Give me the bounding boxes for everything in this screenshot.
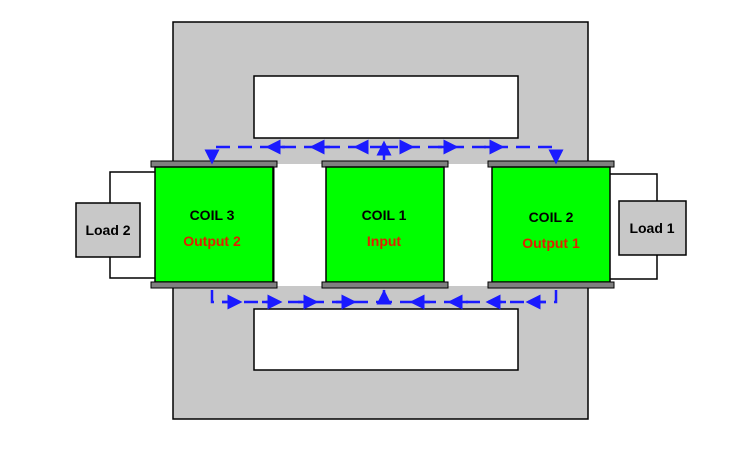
core-window-top: [253, 75, 519, 139]
load1-box: [618, 200, 687, 256]
coil2: COIL 2 Output 1: [487, 160, 615, 289]
core-window-bottom: [253, 308, 519, 371]
load2-box: [75, 202, 141, 258]
core-window-left-gap: [274, 164, 326, 286]
coil3-role: Output 2: [183, 233, 241, 249]
coil2-title: COIL 2: [529, 209, 574, 225]
coil3-bottom-plate: [150, 281, 278, 289]
load2-label: Load 2: [85, 222, 130, 238]
coil3-top-plate: [150, 160, 278, 168]
coil1-top-plate: [321, 160, 449, 168]
coil3-body: [154, 166, 274, 283]
coil3-title: COIL 3: [190, 207, 235, 223]
coil1-bottom-plate: [321, 281, 449, 289]
coil1-body: [325, 166, 445, 283]
coil1-title: COIL 1: [362, 207, 407, 223]
coil2-role: Output 1: [522, 235, 580, 251]
coil2-body: [491, 166, 611, 283]
flux-bottom-right: [384, 290, 558, 304]
core-window-right-gap: [444, 164, 494, 286]
flux-arrows: [204, 139, 564, 310]
coil3: COIL 3 Output 2: [150, 160, 278, 289]
coil2-top-plate: [487, 160, 615, 168]
load2: Load 2: [75, 202, 141, 258]
coil1-role: Input: [367, 233, 402, 249]
coil2-bottom-plate: [487, 281, 615, 289]
load1: Load 1: [618, 200, 687, 256]
load1-label: Load 1: [629, 220, 674, 236]
coil1: COIL 1 Input: [321, 160, 449, 289]
flux-bottom-left: [210, 290, 384, 304]
